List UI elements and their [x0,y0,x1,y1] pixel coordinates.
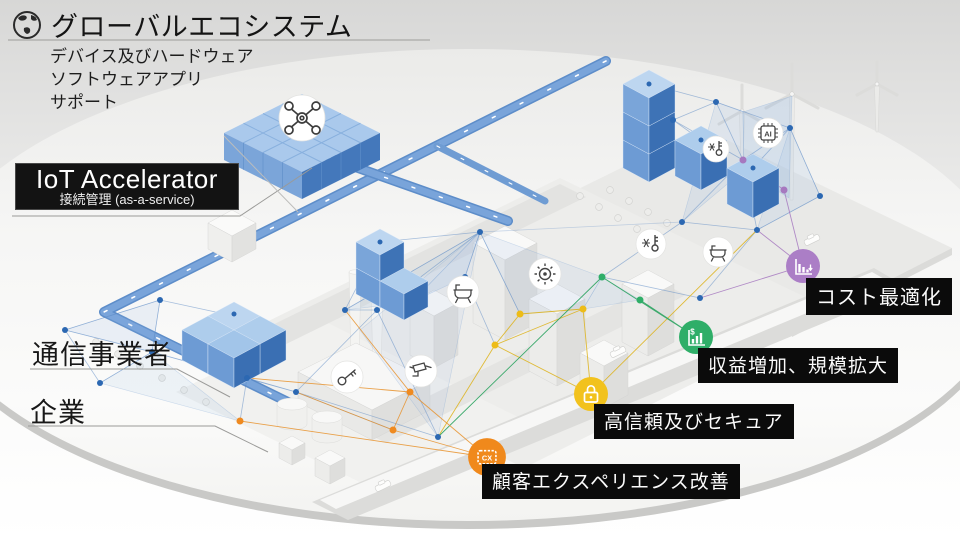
cars [374,233,821,492]
factory [276,269,431,444]
subtitle-line: デバイス及びハードウェア [50,47,254,66]
wind-turbine [855,60,899,133]
svg-text:CX: CX [482,454,492,463]
iot-accelerator-subtitle: 接続管理 (as-a-service) [59,192,195,207]
benefit-label-cost: コスト最適化 [806,278,952,315]
city-buildings [207,209,675,485]
benefit-label-secure: 高信頼及びセキュア [594,404,794,439]
gear-icon [528,257,562,291]
ecosystem-subtitles: デバイス及びハードウェア ソフトウェアアプリ サポート [50,45,254,114]
trees [92,186,671,406]
page-title-row: グローバルエコシステム [10,5,352,44]
subtitle-line: ソフトウェアアプリ [50,70,203,89]
building [207,209,257,263]
key-icon [330,360,364,394]
wind-turbine [764,62,820,201]
network-nodes [62,81,823,440]
security-camera-icon [404,354,438,388]
ai-chip-icon: AI [752,117,784,149]
benefit-lines-yellow [437,229,758,438]
cost-optimization-chart-icon [786,249,820,283]
car [374,479,392,492]
scene-icons: AI [330,117,784,394]
network-mesh [64,83,821,458]
page-title: グローバルエコシステム [51,12,353,42]
label-telecom-operator: 通信事業者 [32,340,172,370]
iot-network-icon [278,94,326,142]
benefit-label-revenue: 収益増加、規模拡大 [698,348,899,383]
leader-lines [8,39,430,453]
padlock-icon [574,377,608,411]
house [278,435,306,466]
benefit-lines-orange [239,309,488,458]
thermometer-icon [702,135,730,163]
benefit-label-cx: 顧客エクスペリエンス改善 [482,464,740,499]
iot-platform [224,94,380,199]
label-enterprise: 企業 [30,398,86,428]
thermometer-icon [635,228,667,260]
house [314,449,346,485]
globe-icon [13,10,41,39]
svg-text:$: $ [690,328,695,337]
iot-accelerator-title: IoT Accelerator [36,164,218,194]
cube-cluster-top-right [622,69,780,219]
building [621,269,675,357]
benefit-lines-purple [699,159,804,299]
cube-cluster-left [181,301,287,389]
car [609,345,627,358]
bathtub-icon [446,275,480,309]
car [803,233,821,246]
iot-accelerator-box: IoT Accelerator 接続管理 (as-a-service) [15,163,239,210]
building [528,283,586,387]
svg-text:AI: AI [764,130,772,139]
mesh-edge-long [479,221,683,233]
revenue-growth-chart-icon: $ [679,320,713,354]
smart-cart-icon [702,236,734,268]
subtitle-line: サポート [50,93,118,112]
